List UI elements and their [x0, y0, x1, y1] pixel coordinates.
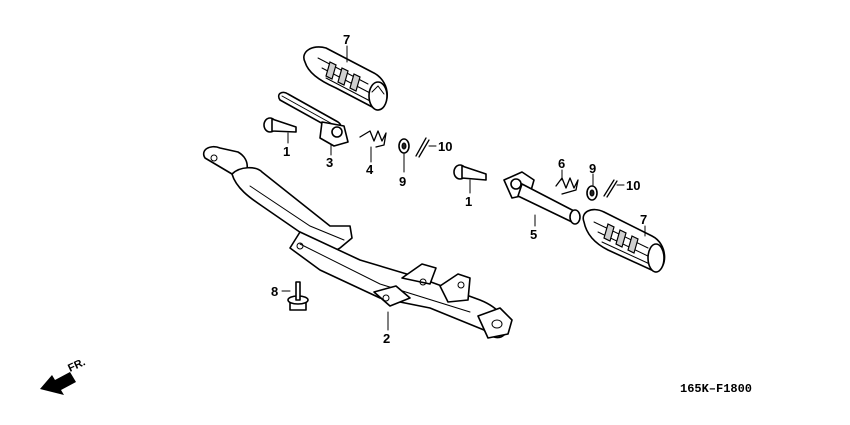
part-9-washer-upper[interactable] — [398, 138, 410, 154]
callout-4: 4 — [366, 162, 374, 177]
part-6-spring-lower[interactable] — [555, 177, 579, 195]
part-7-lower-footpeg-rubber[interactable] — [582, 208, 666, 273]
part-4-spring[interactable] — [359, 130, 387, 148]
part-1-upper-pin[interactable] — [263, 117, 297, 133]
figure-code: 165K–F1800 — [680, 382, 752, 396]
callout-9-upper: 9 — [399, 174, 406, 189]
callout-10-lower: 10 — [626, 178, 640, 193]
callout-2: 2 — [383, 331, 390, 346]
part-10-cotter-pin-lower[interactable] — [603, 179, 618, 198]
part-2-main-step-bar[interactable] — [202, 145, 513, 339]
part-8-flange-bolt[interactable] — [287, 281, 309, 311]
callout-labels: 7 1 3 4 9 10 6 9 10 1 5 7 8 2 — [271, 32, 647, 346]
callout-1-lower: 1 — [465, 194, 472, 209]
part-5-lower-footpeg-arm[interactable] — [503, 171, 581, 225]
callout-3: 3 — [326, 155, 333, 170]
part-3-upper-footpeg-arm[interactable] — [277, 91, 349, 147]
front-direction-arrow: FR. — [40, 356, 87, 395]
callout-5: 5 — [530, 227, 537, 242]
part-9-washer-lower[interactable] — [586, 185, 598, 201]
callout-1-upper: 1 — [283, 144, 290, 159]
callout-7-lower: 7 — [640, 212, 647, 227]
callout-10-upper: 10 — [438, 139, 452, 154]
part-1-lower-pin[interactable] — [453, 164, 487, 181]
callout-7-upper: 7 — [343, 32, 350, 47]
part-7-upper-footpeg-rubber[interactable] — [303, 46, 388, 111]
callout-9-lower: 9 — [589, 161, 596, 176]
direction-label: FR. — [66, 356, 87, 374]
part-10-cotter-pin-upper[interactable] — [415, 137, 430, 158]
callout-6: 6 — [558, 156, 565, 171]
arrow-left-icon — [40, 372, 76, 395]
callout-8: 8 — [271, 284, 278, 299]
leader-lines — [281, 45, 646, 331]
